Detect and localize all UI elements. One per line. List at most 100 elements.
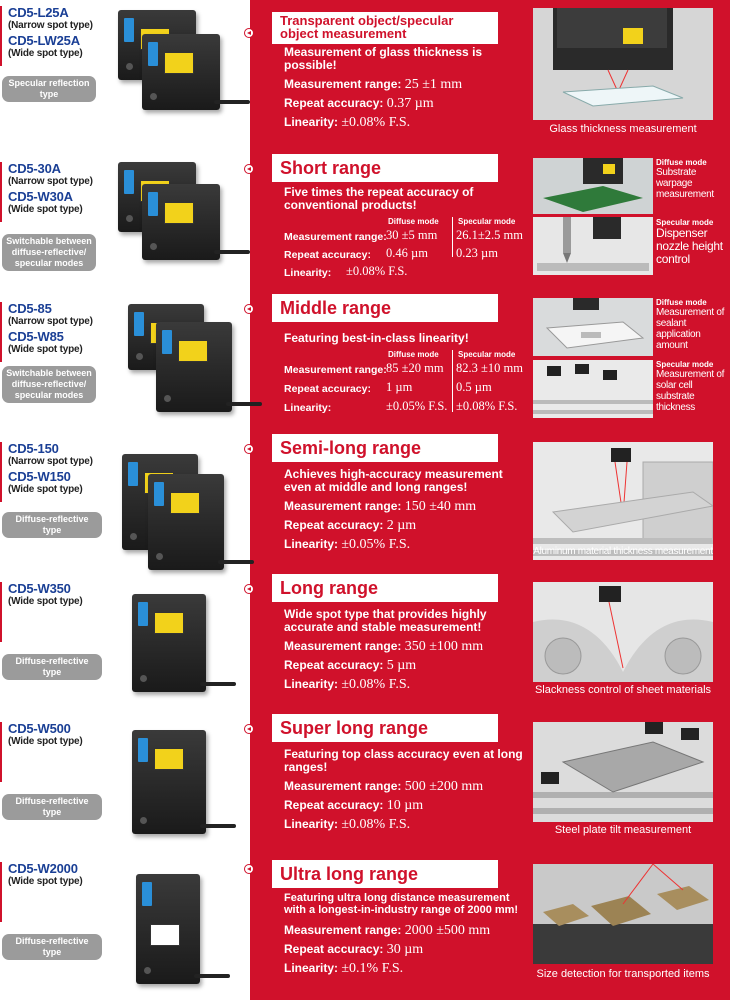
spec-value: ±0.08% F.S. [341, 115, 411, 130]
spec-body: Featuring best-in-class linearity! [284, 332, 528, 345]
photo-caption: Aluminum material thickness measurement [533, 546, 713, 557]
application-photo [533, 298, 653, 356]
model-name: CD5-150 [8, 441, 59, 456]
row-accent [0, 302, 2, 362]
range-title: Long range [272, 574, 498, 602]
spec-value: ±0.05% F.S. [341, 537, 411, 552]
application-note: Diffuse mode Measurement of sealant appl… [656, 298, 728, 351]
row-accent [0, 582, 2, 642]
spec-body: Five times the repeat accuracy of conven… [284, 186, 528, 212]
product-row-w500: CD5-W500 (Wide spot type) Diffuse-reflec… [0, 700, 730, 840]
mode-label: Diffuse mode [656, 298, 707, 307]
spec-value: 30 µm [386, 942, 424, 957]
spec-line: Measurement range: 350 ±100 mm [284, 637, 528, 656]
diffuse-value: 85 ±20 mm [386, 361, 444, 375]
range-title: Short range [272, 154, 498, 182]
product-row-w2000: CD5-W2000 (Wide spot type) Diffuse-refle… [0, 840, 730, 1000]
spec-body: Measurement of glass thickness is possib… [284, 46, 528, 132]
specular-value: ±0.08% F.S. [456, 399, 518, 413]
diffuse-value: 30 ±5 mm [386, 228, 438, 242]
model-name: CD5-W30A [8, 189, 73, 204]
spec-line: Repeat accuracy: 10 µm [284, 796, 528, 815]
model-name: CD5-LW25A [8, 33, 80, 48]
range-title: Super long range [272, 714, 498, 742]
spec-body: Achieves high-accuracy measurement even … [284, 468, 528, 554]
range-title: Middle range [272, 294, 498, 322]
row-accent [0, 6, 2, 66]
model-type: (Wide spot type) [8, 736, 83, 747]
row-accent [0, 862, 2, 922]
model-type: (Narrow spot type) [8, 176, 93, 187]
spec-body: Featuring ultra long distance measuremen… [284, 892, 528, 978]
model-type: (Wide spot type) [8, 596, 83, 607]
mode-label: Specular mode [656, 360, 714, 369]
photo-caption: Size detection for transported items [536, 968, 710, 980]
application-photo [533, 217, 653, 275]
diffuse-value: ±0.08% F.S. [346, 264, 408, 278]
model-name: CD5-L25A [8, 5, 69, 20]
diffuse-value: ±0.05% F.S. [386, 399, 448, 413]
column-header: Diffuse mode [388, 217, 439, 226]
spec-line: Repeat accuracy: 5 µm [284, 656, 528, 675]
model-name: CD5-W350 [8, 581, 71, 596]
reflection-type-badge: Specular reflection type [2, 76, 96, 102]
application-label: Measurement of solar cell substrate thic… [656, 369, 725, 413]
reflection-type-badge: Diffuse-reflective type [2, 654, 102, 680]
column-header: Specular mode [458, 217, 516, 226]
model-info: CD5-W350 (Wide spot type) [8, 582, 108, 610]
reflection-type-badge: Switchable between diffuse-reflective/ s… [2, 234, 96, 271]
column-header: Specular mode [458, 350, 516, 359]
photo-caption: Steel plate tilt measurement [554, 824, 692, 836]
model-info: CD5-W2000 (Wide spot type) [8, 862, 108, 890]
spec-label: Measurement range: [284, 923, 402, 937]
spec-line: Measurement range: 150 ±40 mm [284, 497, 528, 516]
spec-label: Repeat accuracy: [284, 249, 371, 261]
column-divider [452, 350, 453, 412]
feature-text: Featuring top class accuracy even at lon… [284, 747, 523, 774]
application-label: Substrate warpage measurement [656, 167, 714, 200]
model-info: CD5-150 (Narrow spot type) CD5-W150 (Wid… [8, 442, 108, 498]
spec-label: Repeat accuracy: [284, 798, 384, 812]
spec-label: Measurement range: [284, 639, 402, 653]
model-type: (Narrow spot type) [8, 456, 93, 467]
model-type: (Wide spot type) [8, 484, 83, 495]
product-row-w350: CD5-W350 (Wide spot type) Diffuse-reflec… [0, 560, 730, 700]
application-note: Diffuse mode Substrate warpage measureme… [656, 158, 728, 200]
spec-value: 2 µm [386, 518, 417, 533]
reflection-type-badge: Diffuse-reflective type [2, 512, 102, 538]
reflection-type-badge: Diffuse-reflective type [2, 794, 102, 820]
application-photo [533, 442, 713, 560]
feature-text: Featuring ultra long distance measuremen… [284, 892, 519, 916]
spec-body: Featuring top class accuracy even at lon… [284, 748, 528, 834]
spec-line: Linearity: ±0.05% F.S. [284, 535, 528, 554]
spec-line: Linearity: ±0.08% F.S. [284, 675, 528, 694]
spec-line: Repeat accuracy: 30 µm [284, 940, 528, 959]
column-divider [452, 217, 453, 257]
mode-label: Specular mode [656, 218, 714, 227]
spec-label: Measurement range: [284, 77, 402, 91]
model-name: CD5-W85 [8, 329, 64, 344]
spec-value: 10 µm [386, 798, 424, 813]
application-photo [533, 158, 653, 214]
model-type: (Narrow spot type) [8, 20, 93, 31]
diffuse-value: 1 µm [386, 380, 413, 394]
spec-table: Diffuse mode Specular mode Measurement r… [284, 350, 534, 414]
specular-value: 0.23 µm [456, 246, 498, 260]
spec-label: Repeat accuracy: [284, 96, 384, 110]
row-accent [0, 722, 2, 782]
model-name: CD5-W500 [8, 721, 71, 736]
pointer-icon [244, 28, 254, 38]
model-name: CD5-30A [8, 161, 61, 176]
application-photo [533, 722, 713, 822]
spec-value: 150 ±40 mm [404, 499, 477, 514]
spec-line: Repeat accuracy: 0.37 µm [284, 94, 528, 113]
spec-label: Linearity: [284, 817, 339, 831]
pointer-icon [244, 304, 254, 314]
spec-label: Measurement range: [284, 499, 402, 513]
feature-text: Five times the repeat accuracy of conven… [284, 185, 474, 212]
product-row-l25a: CD5-L25A (Narrow spot type) CD5-LW25A (W… [0, 0, 730, 140]
feature-text: Wide spot type that provides highly accu… [284, 607, 487, 634]
model-info: CD5-W500 (Wide spot type) [8, 722, 108, 750]
application-photo [533, 8, 713, 120]
spec-value: 25 ±1 mm [404, 77, 463, 92]
